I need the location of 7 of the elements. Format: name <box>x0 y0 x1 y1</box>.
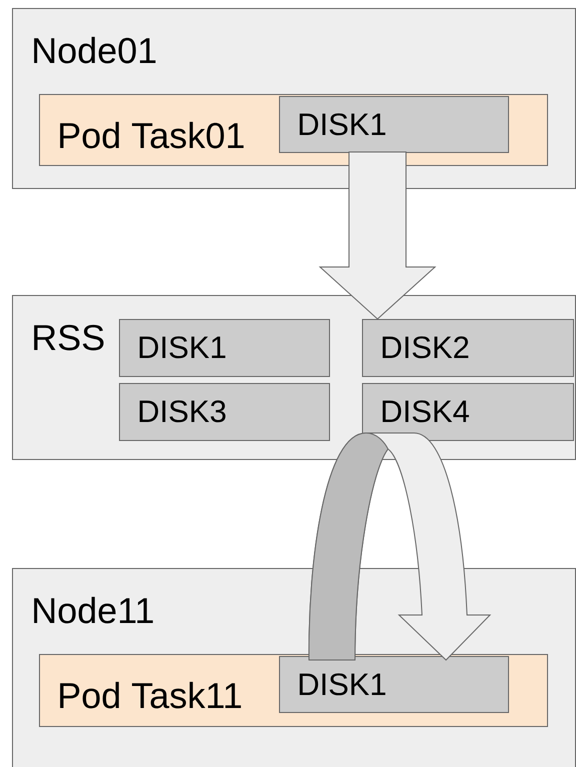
box-title: Node01 <box>34 36 156 64</box>
pod-label: Pod Task01 <box>60 122 244 148</box>
box-title: RSS <box>34 324 104 350</box>
u-turn-arrow <box>308 432 490 660</box>
box-title: Node11 <box>34 596 153 624</box>
pod-label: Pod Task11 <box>60 682 241 708</box>
block-arrow <box>318 152 436 320</box>
